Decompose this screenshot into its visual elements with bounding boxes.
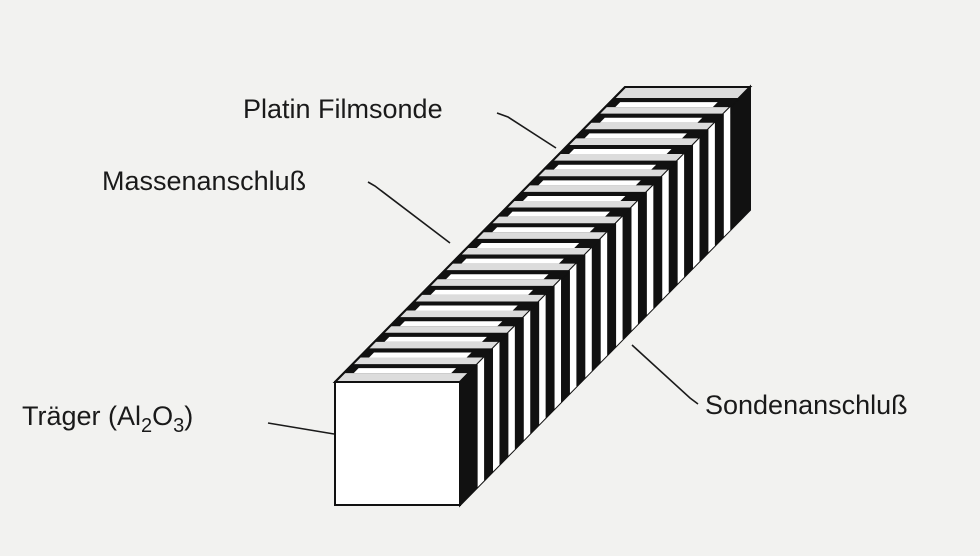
label-traeger-sub2: 3: [173, 415, 185, 437]
film-strips: [343, 97, 740, 488]
film-gap-side: [585, 247, 592, 378]
film-gap-side: [662, 169, 669, 300]
label-massenanschluss: Massenanschluß: [102, 166, 307, 196]
leader-traeger: [267, 422, 335, 435]
film-gap-side: [508, 326, 515, 456]
label-traeger-suffix: ): [184, 401, 194, 431]
film-contact-pad: [353, 368, 457, 374]
film-contact-pad: [415, 305, 518, 311]
film-gap-side: [646, 185, 654, 315]
leader-platin: [496, 112, 557, 149]
film-contact-pad: [384, 336, 487, 342]
film-contact-pad: [461, 258, 564, 264]
film-gap-side: [554, 279, 562, 409]
label-platin-filmsonde: Platin Filmsonde: [243, 94, 443, 124]
film-contact-pad: [584, 133, 687, 139]
leader-sonde: [631, 344, 699, 405]
film-gap-side: [723, 107, 731, 237]
film-gap-side: [539, 294, 546, 425]
leader-masse: [367, 181, 451, 244]
film-contact-pad: [522, 195, 626, 201]
label-traeger-prefix: Träger (Al: [22, 401, 142, 431]
film-contact-pad: [538, 180, 641, 186]
film-gap-side: [493, 341, 500, 472]
film-gap-side: [708, 122, 715, 253]
film-gap-side: [631, 200, 638, 331]
film-contact-pad: [430, 289, 534, 295]
label-traeger-mid: O: [152, 401, 174, 431]
film-gap-side: [616, 216, 623, 347]
film-gap-side: [569, 263, 577, 394]
film-gap-side: [677, 154, 685, 284]
beam-top-outline: [334, 86, 750, 383]
film-contact-pad: [476, 242, 580, 248]
substrate-front-face: [334, 381, 461, 506]
film-contact-pad: [399, 321, 503, 327]
film-contact-pad: [553, 164, 657, 170]
label-traeger-sub1: 2: [141, 415, 153, 437]
film-gap-side: [693, 138, 700, 268]
film-gap-side: [600, 232, 608, 362]
film-contact-pad: [492, 227, 595, 233]
film-gap-side: [523, 310, 531, 441]
label-traeger: Träger (Al2O3): [22, 401, 194, 437]
film-contact-pad: [369, 352, 472, 358]
leader-lines: [267, 112, 699, 435]
film-contact-pad: [446, 274, 549, 280]
film-gap-side: [477, 357, 485, 488]
film-contact-pad: [615, 102, 718, 108]
film-contact-pad: [569, 149, 672, 155]
film-contact-pad: [507, 211, 610, 217]
film-contact-pad: [599, 117, 703, 123]
label-sondenanschluss: Sondenanschluß: [705, 390, 908, 420]
